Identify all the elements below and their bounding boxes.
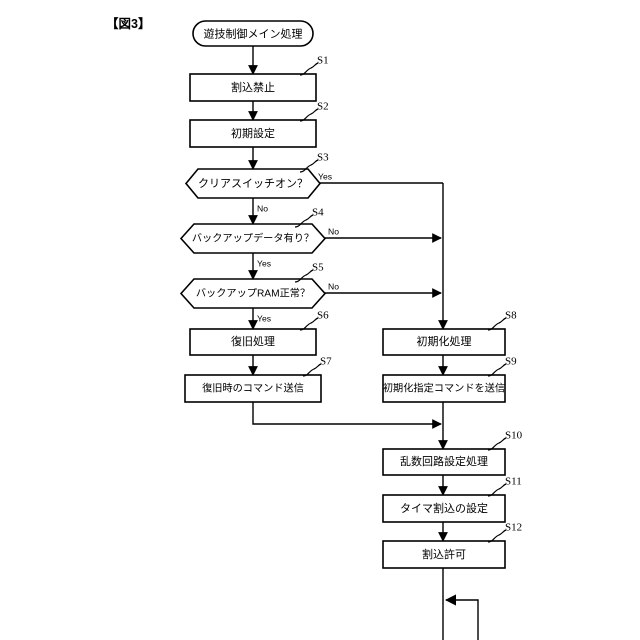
node-s2[interactable]: 初期設定 <box>189 119 317 148</box>
node-s10-label: 乱数回路設定処理 <box>400 454 488 468</box>
step-label-s7: S7 <box>302 356 332 377</box>
branch-label-s3-yes: Yes <box>318 171 332 181</box>
node-s4-label: バックアップデータ有り？ <box>192 232 314 245</box>
node-s7-label: 復旧時のコマンド送信 <box>202 382 304 395</box>
svg-text:S8: S8 <box>505 310 517 322</box>
step-label-s10: S10 <box>487 430 523 451</box>
step-label-s5: S5 <box>294 262 324 283</box>
node-s4[interactable]: バックアップデータ有り？ <box>179 223 327 254</box>
branch-label-s3-no: No <box>257 203 268 213</box>
edge-s12-loop-back <box>442 568 479 640</box>
node-s11-label: タイマ割込の設定 <box>400 501 488 515</box>
node-s9[interactable]: 初期化指定コマンドを送信 <box>382 374 506 403</box>
svg-text:S12: S12 <box>505 522 522 534</box>
step-label-s4: S4 <box>294 207 324 228</box>
node-s5[interactable]: バックアップRAM正常？ <box>179 278 327 309</box>
node-s6[interactable]: 復旧処理 <box>189 328 317 356</box>
node-s5-label: バックアップRAM正常？ <box>196 287 310 300</box>
node-s10[interactable]: 乱数回路設定処理 <box>382 448 506 476</box>
svg-text:S9: S9 <box>505 356 517 368</box>
svg-text:S2: S2 <box>317 101 329 113</box>
node-s6-label: 復旧処理 <box>231 335 275 348</box>
node-s9-label: 初期化指定コマンドを送信 <box>383 382 505 395</box>
branch-label-s4-no: No <box>328 226 339 236</box>
node-s12-label: 割込許可 <box>422 547 466 561</box>
branch-label-s5-no: No <box>328 281 339 291</box>
node-s3-label: クリアスイッチオン？ <box>198 177 308 190</box>
step-label-s1: S1 <box>299 55 329 76</box>
svg-text:S7: S7 <box>320 356 332 368</box>
node-s2-label: 初期設定 <box>231 126 275 140</box>
figure-label: 【図3】 <box>106 17 151 31</box>
step-label-s3: S3 <box>299 152 329 173</box>
svg-text:S5: S5 <box>312 262 324 274</box>
step-label-s6: S6 <box>299 310 329 331</box>
node-s3[interactable]: クリアスイッチオン？ <box>184 168 322 199</box>
svg-text:S3: S3 <box>317 152 329 164</box>
node-start[interactable]: 遊技制御メイン処理 <box>192 20 314 47</box>
node-s1[interactable]: 割込禁止 <box>189 73 317 102</box>
svg-text:S1: S1 <box>317 55 329 67</box>
node-s7[interactable]: 復旧時のコマンド送信 <box>184 374 322 403</box>
branch-label-s5-yes: Yes <box>257 313 271 323</box>
svg-text:S11: S11 <box>505 476 522 488</box>
edge-s7-to-trunk <box>252 402 442 429</box>
step-label-s11: S11 <box>487 476 522 497</box>
step-label-s9: S9 <box>487 356 517 377</box>
svg-text:S4: S4 <box>312 207 324 219</box>
step-label-s2: S2 <box>299 101 329 122</box>
step-label-s12: S12 <box>487 522 522 543</box>
node-s1-label: 割込禁止 <box>231 80 275 94</box>
node-s8[interactable]: 初期化処理 <box>382 328 506 356</box>
svg-text:S10: S10 <box>505 430 523 442</box>
node-s8-label: 初期化処理 <box>417 334 472 348</box>
branch-label-s4-yes: Yes <box>257 258 271 268</box>
node-s11[interactable]: タイマ割込の設定 <box>382 494 506 523</box>
svg-text:S6: S6 <box>317 310 329 322</box>
node-start-label: 遊技制御メイン処理 <box>204 26 303 40</box>
node-s12[interactable]: 割込許可 <box>382 540 506 569</box>
step-label-s8: S8 <box>487 310 517 331</box>
